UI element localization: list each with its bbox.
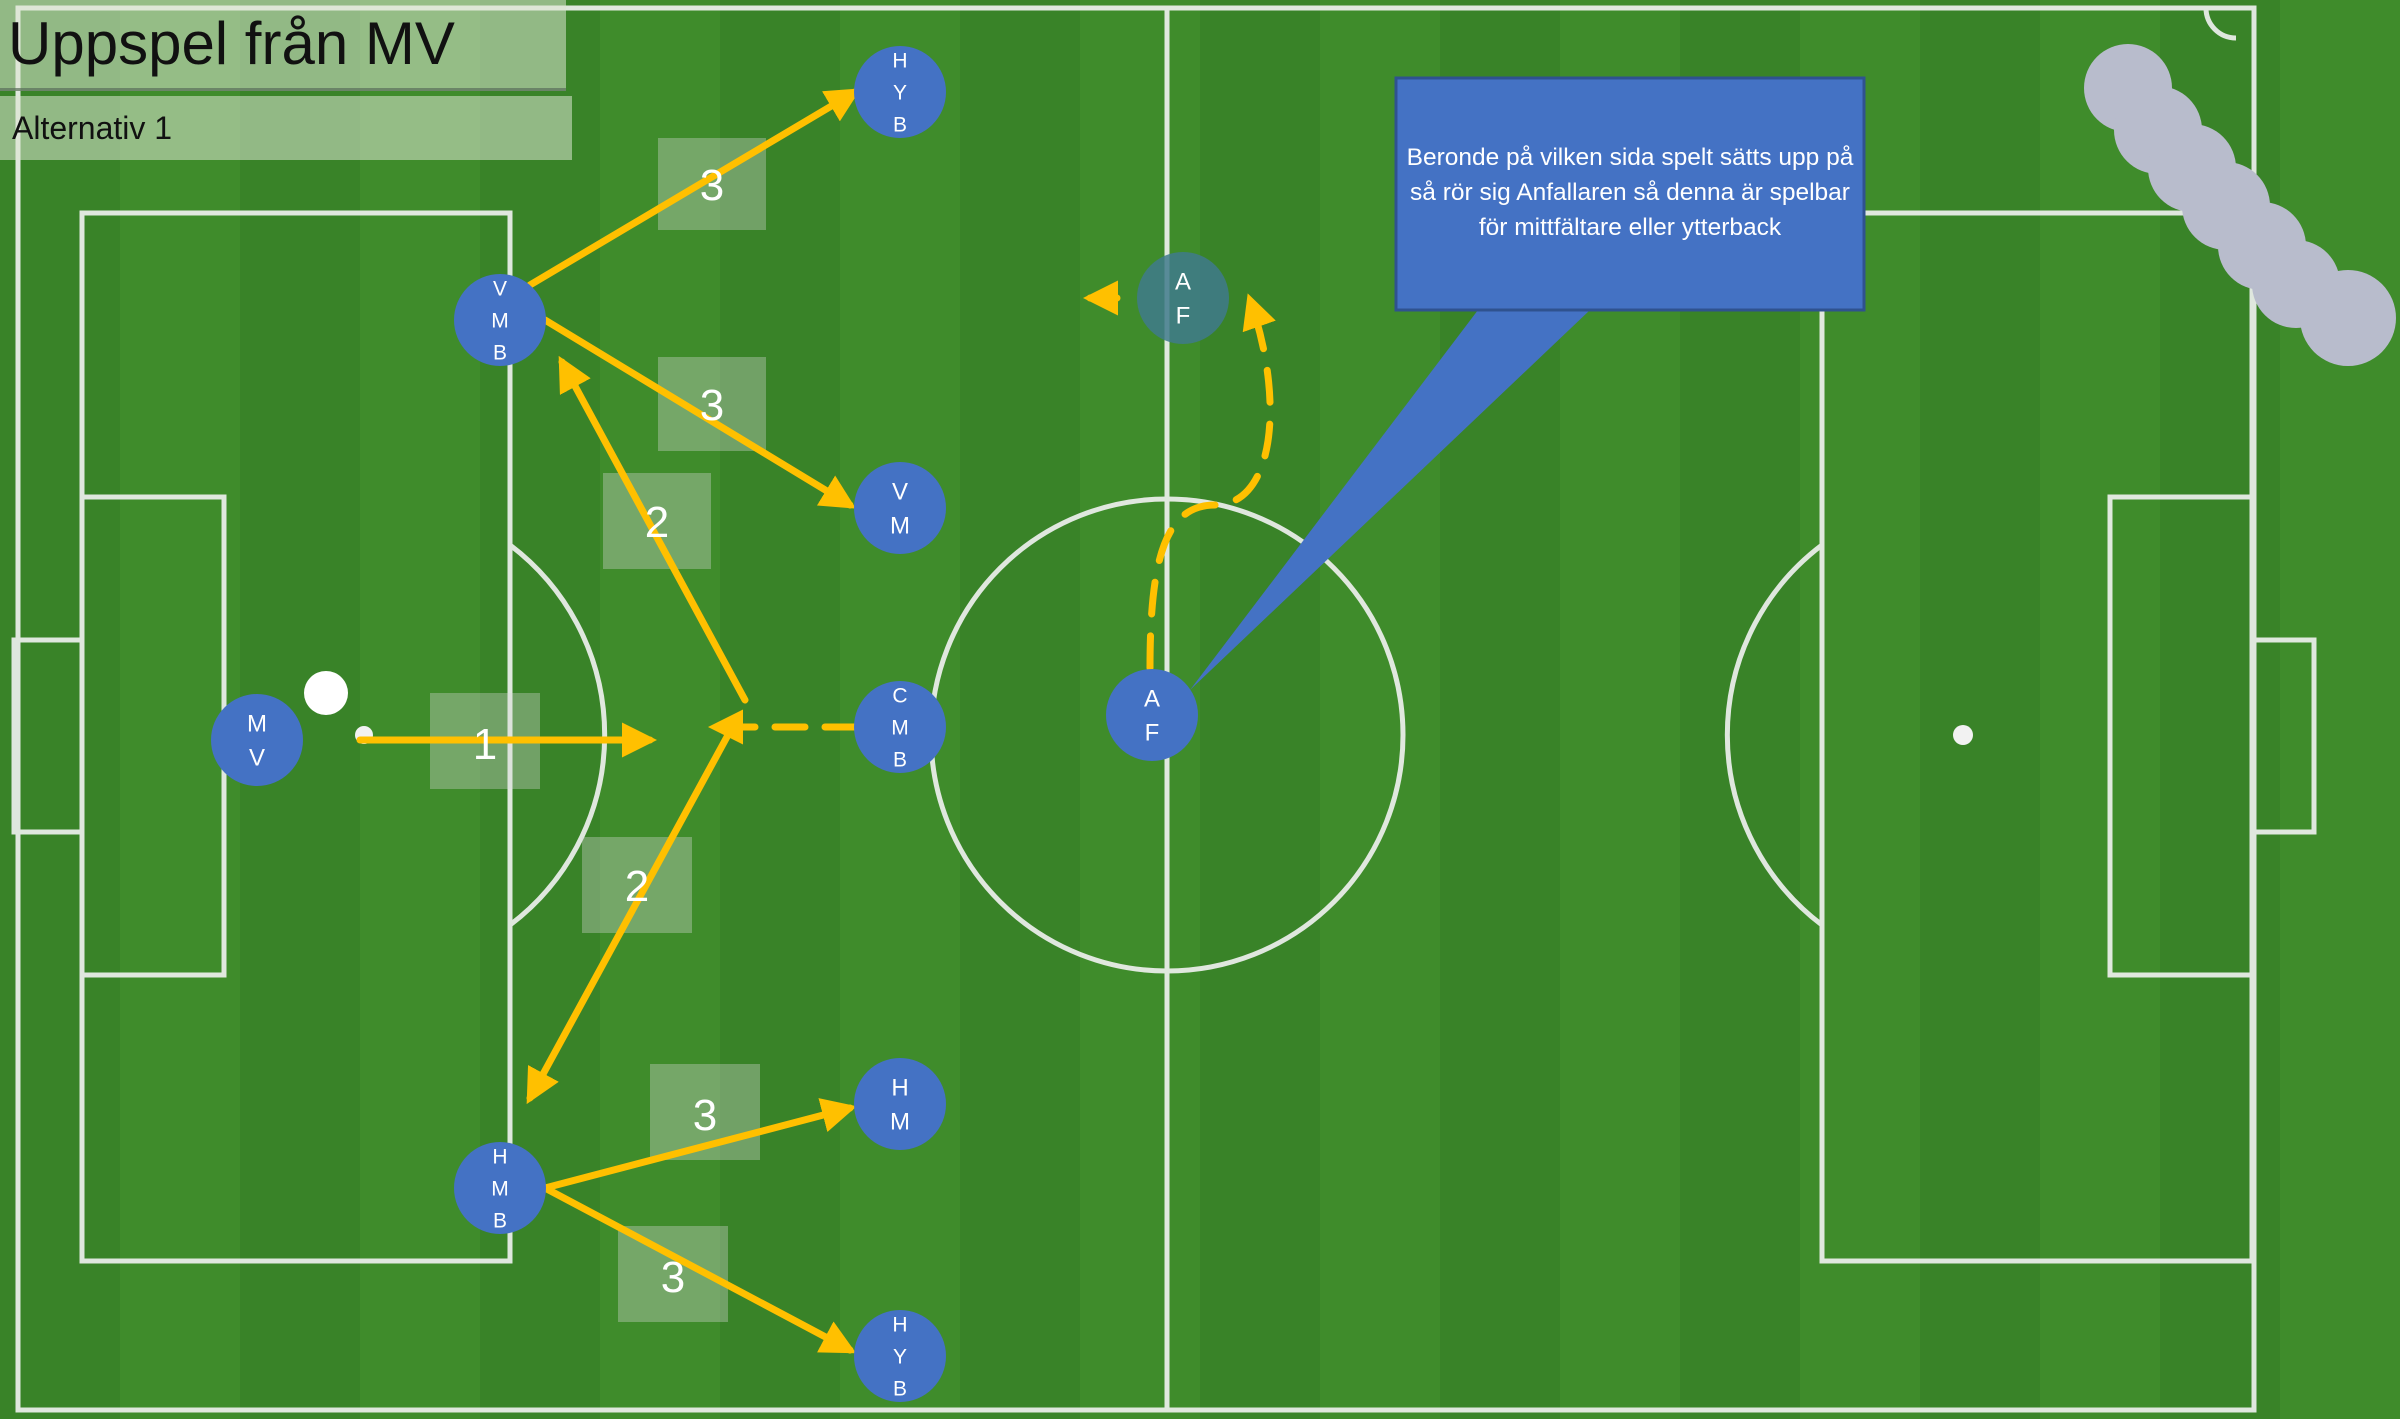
player-cmb: CMB [854,681,946,773]
player-circle [211,694,303,786]
player-label-char: B [893,749,907,772]
player-hm: HM [854,1058,946,1150]
player-mv: MV [211,694,303,786]
pass-number-label: 3 [700,381,724,430]
player-label-char: M [491,1178,509,1201]
player-label-char: F [1145,720,1160,747]
right-penalty-spot [1953,725,1973,745]
callout-text: Beronde på vilken sida spelt sätts upp p… [1400,140,1860,245]
pass-number-label: 3 [693,1091,717,1140]
player-label-char: M [491,310,509,333]
player-label-char: M [247,711,267,738]
player-label-char: C [892,685,907,708]
page-subtitle: Alternativ 1 [12,104,172,152]
player-label-char: A [1144,686,1160,713]
player-hyb: HYB [854,1310,946,1402]
player-circle [1137,252,1229,344]
pass-number-label: 2 [625,862,649,911]
player-label-char: B [893,1378,907,1401]
player-label-char: H [892,1314,907,1337]
player-af-target: AF [1137,252,1229,344]
pass-number-label: 3 [661,1253,685,1302]
pass-number-label: 3 [700,161,724,210]
player-label-char: V [249,745,265,772]
player-label-char: B [493,342,507,365]
page-title: Uppspel från MV [8,4,455,84]
player-vm: VM [854,462,946,554]
player-label-char: M [891,717,909,740]
player-label-char: V [892,479,908,506]
player-label-char: Y [893,1346,907,1369]
player-circle [854,1058,946,1150]
player-label-char: B [493,1210,507,1233]
player-label-char: H [892,50,907,73]
player-label-char: H [492,1146,507,1169]
player-label-char: B [893,114,907,137]
player-label-char: V [493,278,507,301]
pass-number-label: 2 [645,498,669,547]
player-label-char: Y [893,82,907,105]
player-circle [1106,669,1198,761]
player-label-char: H [891,1075,908,1102]
player-label-char: M [890,513,910,540]
player-vmb: VMB [454,274,546,366]
player-label-char: F [1176,303,1191,330]
ball [304,671,348,715]
player-af: AF [1106,669,1198,761]
player-label-char: M [890,1109,910,1136]
player-label-char: A [1175,269,1191,296]
player-vyb: HYB [854,46,946,138]
player-hmb: HMB [454,1142,546,1234]
player-circle [854,462,946,554]
pass-number-label: 1 [473,720,497,769]
